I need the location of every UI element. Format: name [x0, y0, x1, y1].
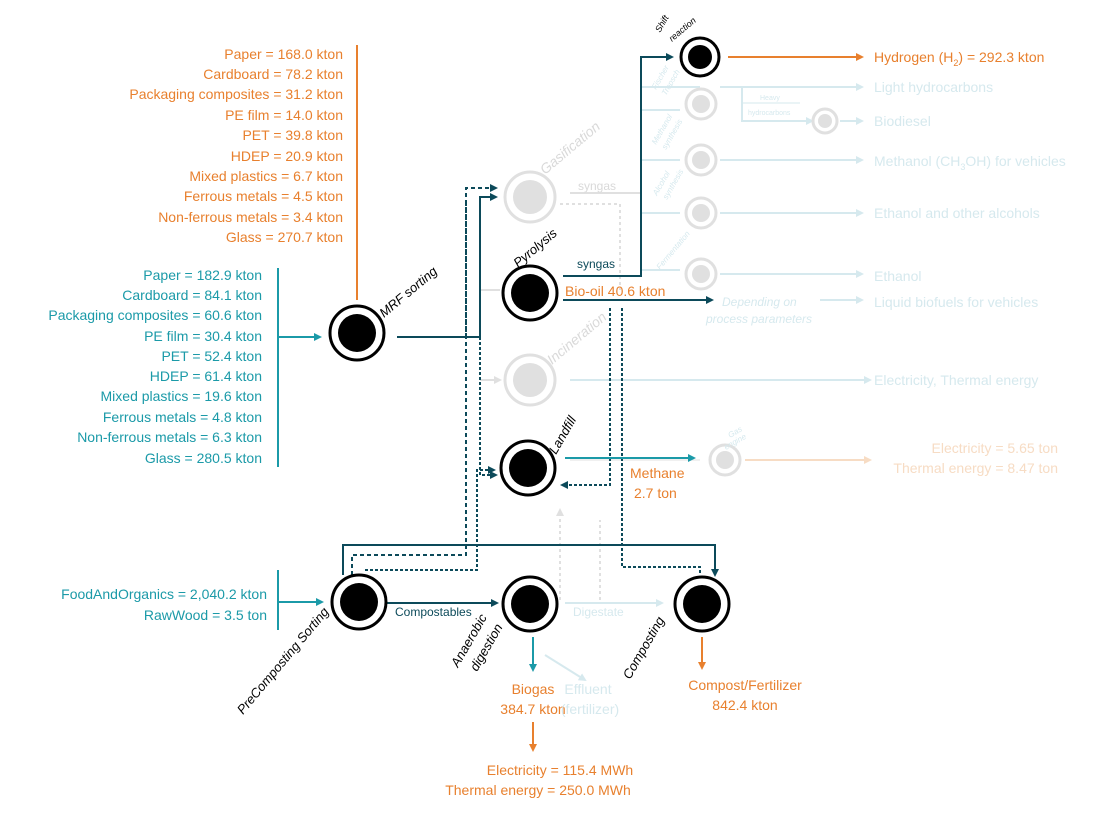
methanol-node[interactable]: [684, 143, 718, 177]
output-item: PET = 39.8 kton: [242, 127, 343, 143]
hydrogen-product: Hydrogen (H2) = 292.3 kton: [874, 49, 1044, 68]
alcohols-product: Ethanol and other alcohols: [874, 205, 1040, 221]
bio-oil-label: Bio-oil 40.6 kton: [565, 283, 665, 299]
output-item: Mixed plastics = 6.7 kton: [189, 168, 343, 184]
flow-labels: syngas syngas Bio-oil 40.6 kton Dependin…: [395, 179, 812, 619]
input-item: Packaging composites = 60.6 kton: [48, 307, 262, 323]
input-item: Cardboard = 84.1 kton: [122, 287, 262, 303]
input-item: PE film = 30.4 kton: [144, 328, 262, 344]
syngas-gas-label: syngas: [578, 179, 616, 193]
effluent-product-2: (fertilizer): [561, 701, 619, 717]
biogas-elec-product: Electricity = 115.4 MWh: [487, 762, 633, 778]
precomp-to-gasification-dashed: [351, 200, 467, 575]
input-item: HDEP = 61.4 kton: [150, 368, 262, 384]
pyro-to-landfill-dotted: [560, 308, 611, 489]
pyrolysis-node[interactable]: [501, 264, 559, 322]
alcohol-node[interactable]: [684, 196, 718, 230]
heavy-hc-node[interactable]: [811, 107, 839, 135]
effluent-line: [544, 654, 587, 682]
landfill-node[interactable]: [499, 439, 557, 497]
landfill-label: Landfill: [546, 412, 580, 456]
compost-product-1: Compost/Fertilizer: [688, 677, 802, 693]
landfill-elec-product: Electricity = 5.65 ton: [932, 440, 1058, 456]
output-list: Paper = 168.0 kton Cardboard = 78.2 kton…: [129, 46, 343, 245]
faded-connections: [480, 83, 872, 682]
mrf-to-landfill-dotted: [479, 337, 498, 479]
biogas-thermal-product: Thermal energy = 250.0 MWh: [445, 782, 631, 798]
heavy-hc-label-1: Heavy: [760, 95, 780, 102]
biogas-product-2: 384.7 kton: [500, 701, 565, 717]
organics-item: RawWood = 3.5 ton: [144, 607, 267, 623]
gas-engine-node[interactable]: [708, 443, 742, 477]
output-item: Non-ferrous metals = 3.4 kton: [158, 209, 343, 225]
output-item: Glass = 270.7 kton: [226, 229, 343, 245]
fermentation-node[interactable]: [684, 257, 718, 291]
shift-label-1: Shift: [653, 13, 671, 34]
gasification-node[interactable]: [503, 170, 557, 224]
input-item: PET = 52.4 kton: [161, 348, 262, 364]
input-item: Mixed plastics = 19.6 kton: [101, 388, 262, 404]
precomposting-node[interactable]: [330, 573, 388, 631]
effluent-product-1: Effluent: [564, 681, 611, 697]
organics-item: FoodAndOrganics = 2,040.2 kton: [61, 586, 267, 602]
output-item: Paper = 168.0 kton: [224, 46, 343, 62]
depending-label-2: process parameters: [705, 312, 812, 326]
syngas-branches: [641, 109, 680, 271]
gasification-label: Gasification: [537, 118, 603, 177]
organics-list: FoodAndOrganics = 2,040.2 kton RawWood =…: [61, 586, 267, 623]
composting-label: Composting: [620, 613, 668, 681]
anaerobic-node[interactable]: [501, 575, 559, 633]
liquid-biofuels-product: Liquid biofuels for vehicles: [874, 294, 1038, 310]
fermentation-label: Fermentation: [655, 229, 693, 271]
composting-node[interactable]: [673, 575, 731, 633]
heavy-hc-label-2: hydrocarbons: [748, 110, 791, 117]
nodes: [328, 36, 839, 633]
methane-label-1: Methane: [630, 465, 685, 481]
syngas-pyro-label: syngas: [577, 257, 615, 271]
biodiesel-product: Biodiesel: [874, 113, 931, 129]
active-connections: [277, 45, 864, 752]
output-item: HDEP = 20.9 kton: [231, 148, 343, 164]
output-item: PE film = 14.0 kton: [225, 107, 343, 123]
precomp-to-composting: [342, 544, 719, 577]
input-item: Glass = 280.5 kton: [145, 450, 262, 466]
elec-thermal-product: Electricity, Thermal energy: [874, 372, 1038, 388]
precomp-to-landfill-dotted: [365, 466, 496, 571]
mrf-node[interactable]: [328, 304, 386, 362]
digestate-label: Digestate: [573, 605, 624, 619]
output-item: Packaging composites = 31.2 kton: [129, 86, 343, 102]
fischer-node[interactable]: [684, 87, 718, 121]
output-item: Ferrous metals = 4.5 kton: [184, 188, 343, 204]
methanol-product: Methanol (CH3OH) for vehicles: [874, 153, 1066, 172]
syngas-to-shift: [563, 53, 674, 277]
ethanol-product: Ethanol: [874, 268, 921, 284]
compost-product-2: 842.4 kton: [712, 697, 777, 713]
input-item: Non-ferrous metals = 6.3 kton: [77, 429, 262, 445]
input-list: Paper = 182.9 kton Cardboard = 84.1 kton…: [48, 267, 262, 466]
methane-label-2: 2.7 ton: [634, 485, 677, 501]
depending-label-1: Depending on: [722, 295, 797, 309]
shift-node[interactable]: [679, 36, 721, 78]
compostables-label: Compostables: [395, 605, 472, 619]
heavy-hc-line: [741, 87, 814, 125]
incineration-node[interactable]: [503, 353, 557, 407]
mrf-label: MRF sorting: [376, 263, 440, 320]
light-hc-product: Light hydrocarbons: [874, 79, 993, 95]
biogas-product-1: Biogas: [512, 681, 555, 697]
landfill-thermal-product: Thermal energy = 8.47 ton: [893, 460, 1058, 476]
pyrolysis-label: Pyrolysis: [510, 225, 560, 270]
input-item: Ferrous metals = 4.8 kton: [103, 409, 262, 425]
incineration-label: Incineration: [544, 308, 610, 367]
pyro-to-compost-dotted: [621, 308, 701, 575]
input-item: Paper = 182.9 kton: [143, 267, 262, 283]
products: Hydrogen (H2) = 292.3 kton Light hydroca…: [445, 49, 1066, 798]
output-item: Cardboard = 78.2 kton: [203, 66, 343, 82]
mrf-to-gasification: [397, 193, 498, 338]
